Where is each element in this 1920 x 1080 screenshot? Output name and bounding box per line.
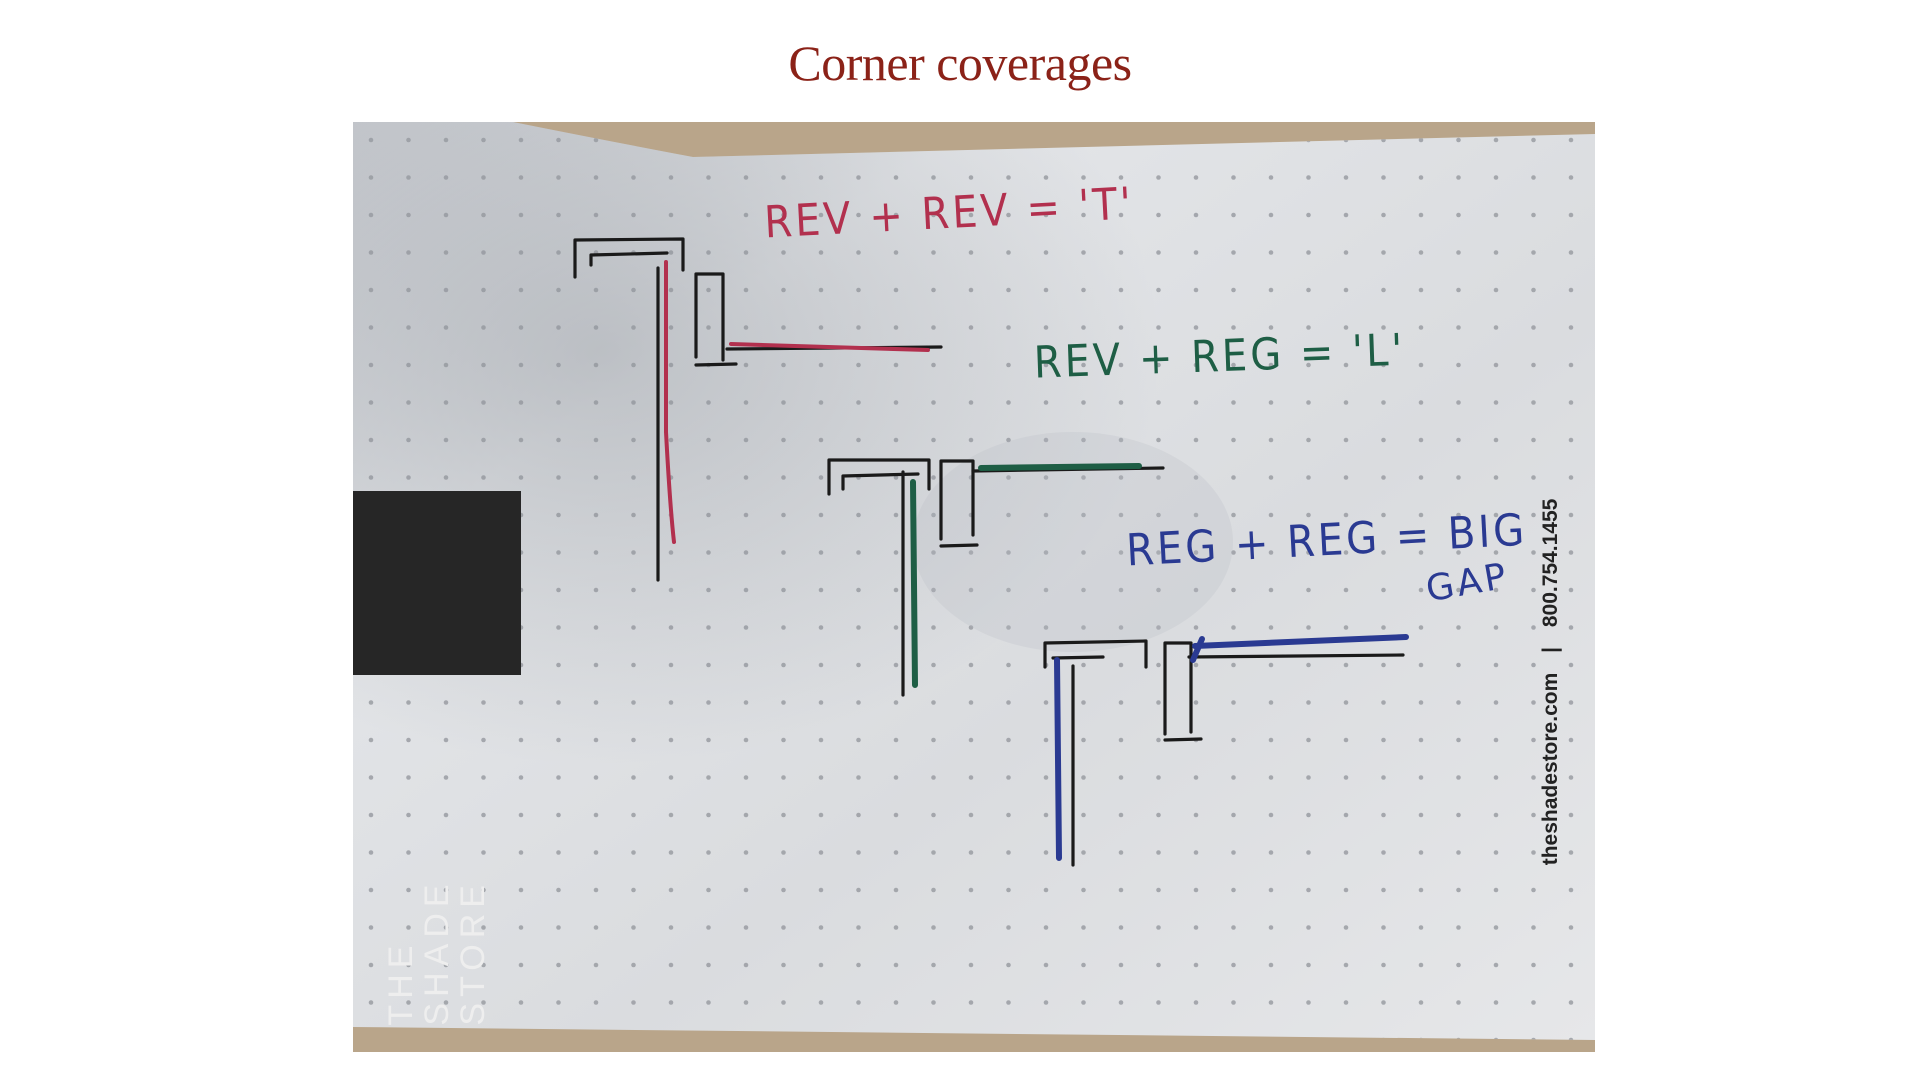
- blue-ink-lines: [1054, 634, 1409, 861]
- phone-number: 800.754.1455: [1539, 498, 1562, 628]
- brand-line-1: THE: [382, 939, 420, 1026]
- green-ink-lines: [910, 463, 1142, 688]
- brand-line-3: STORE: [454, 879, 492, 1026]
- red-ink-lines: [664, 260, 930, 544]
- brand-wordmark: THE SHADE STORE: [382, 878, 492, 1026]
- contact-separator: |: [1539, 647, 1562, 653]
- sketch-photo: THE SHADE STORE theshadestore.com | 800.…: [353, 122, 1595, 1052]
- brand-logo: THE SHADE STORE: [353, 491, 521, 1026]
- brand-line-2: SHADE: [418, 878, 456, 1026]
- notecard-illustration: [353, 122, 1595, 1052]
- slide-title: Corner coverages: [788, 35, 1132, 91]
- contact-info: theshadestore.com | 800.754.1455: [1539, 499, 1563, 866]
- website: theshadestore.com: [1539, 672, 1562, 866]
